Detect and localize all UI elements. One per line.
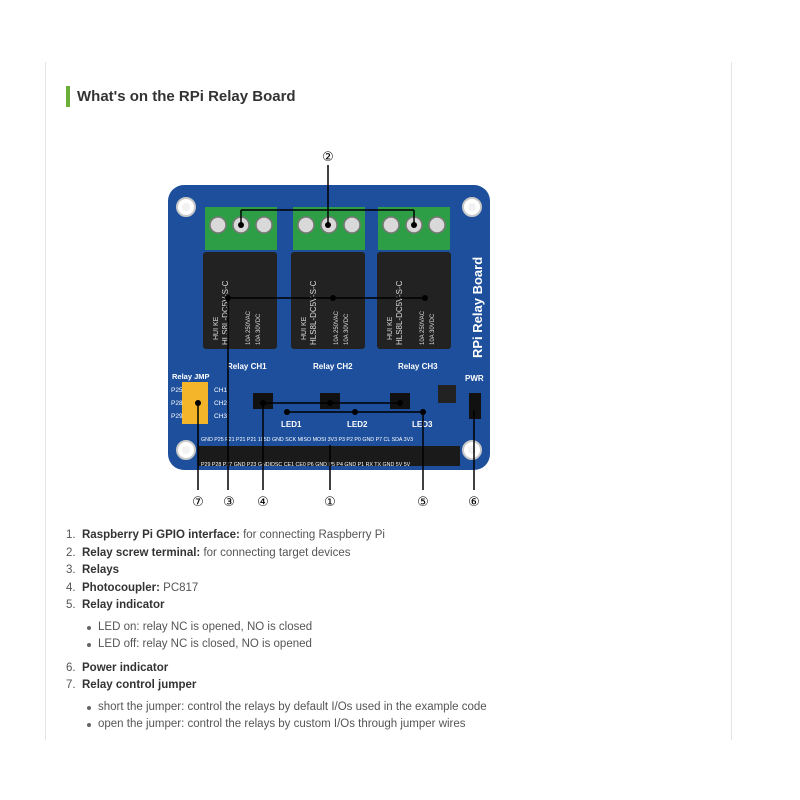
callout-1: ① <box>324 495 336 510</box>
led-1-label: LED1 <box>281 420 302 429</box>
content-border-right <box>731 62 732 740</box>
callout-7: ⑦ <box>192 495 204 510</box>
content-border-left <box>45 62 46 740</box>
jumper-pin-3: P29 <box>171 413 183 420</box>
jumper-pin-2: P28 <box>171 400 183 407</box>
relay-board-figure: HLS8L-DC5V-S-C HLS8L-DC5V-S-C HLS8L-DC5V… <box>168 150 490 510</box>
sub-item: LED off: relay NC is closed, NO is opene… <box>66 636 487 654</box>
list-item-7-details: short the jumper: control the relays by … <box>66 699 487 734</box>
relay-2-brand: HUI KE <box>301 316 308 340</box>
channel-2-label: Relay CH2 <box>313 362 353 371</box>
relays <box>203 252 451 349</box>
component-list: 1.Raspberry Pi GPIO interface: for conne… <box>66 527 487 740</box>
list-item-5: 5.Relay indicator <box>66 599 165 611</box>
relay-2-rating: 10A 250VAC <box>334 310 340 345</box>
callout-6: ⑥ <box>468 495 480 510</box>
power-indicator <box>469 393 481 419</box>
jumper-sublist: short the jumper: control the relays by … <box>66 699 487 734</box>
sub-item: short the jumper: control the relays by … <box>66 699 487 717</box>
relay-indicator-sublist: LED on: relay NC is opened, NO is closed… <box>66 619 487 654</box>
list-item-7: 7.Relay control jumper <box>66 679 197 691</box>
relay-1-rating-dc: 10A 30VDC <box>256 313 262 345</box>
list-item-1: 1.Raspberry Pi GPIO interface: for conne… <box>66 529 385 541</box>
list-item-2: 2.Relay screw terminal: for connecting t… <box>66 546 351 559</box>
callout-4: ④ <box>257 495 269 510</box>
list-item-4: 4.Photocoupler: PC817 <box>66 581 199 594</box>
jumper-ch-1: CH1 <box>214 387 227 394</box>
relay-3-brand: HUI KE <box>387 316 394 340</box>
relay-3-rating-dc: 10A 30VDC <box>430 313 436 345</box>
board-title: RPi Relay Board <box>470 257 485 358</box>
relay-1-rating: 10A 250VAC <box>246 310 252 345</box>
jumper-pin-1: P25 <box>171 387 183 394</box>
list-item-6: 6.Power indicator <box>66 661 169 674</box>
channel-3-label: Relay CH3 <box>398 362 438 371</box>
callout-5: ⑤ <box>417 495 429 510</box>
jumper-ch-3: CH3 <box>214 413 227 420</box>
gpio-labels-top: GND P25 P21 P21 P21 105D GND SCK MISO MO… <box>201 437 413 443</box>
callout-3: ③ <box>223 495 235 510</box>
callout-lines <box>197 165 475 490</box>
relay-3-rating: 10A 250VAC <box>420 310 426 345</box>
relay-1-part: HLS8L-DC5V-S-C <box>221 280 230 345</box>
pwr-label: PWR <box>465 374 484 383</box>
sub-item: open the jumper: control the relays by c… <box>66 716 487 734</box>
section-heading: What's on the RPi Relay Board <box>66 86 296 107</box>
relay-3-part: HLS8L-DC5V-S-C <box>395 280 404 345</box>
channel-1-label: Relay CH1 <box>227 362 267 371</box>
led-2-label: LED2 <box>347 420 368 429</box>
list-item-3: 3.Relays <box>66 564 120 576</box>
relay-2-part: HLS8L-DC5V-S-C <box>309 280 318 345</box>
power-regulator <box>438 385 456 403</box>
sub-item: LED on: relay NC is opened, NO is closed <box>66 619 487 637</box>
callout-2: ② <box>322 150 334 165</box>
relay-2-rating-dc: 10A 30VDC <box>344 313 350 345</box>
gpio-labels-bottom: P29 P28 P27 GND P23 GNDIDSC CE1 CE0 P6 G… <box>201 462 411 468</box>
jumper-label: Relay JMP <box>172 372 210 381</box>
list-item-5-details: LED on: relay NC is opened, NO is closed… <box>66 619 487 654</box>
jumper-ch-2: CH2 <box>214 400 227 407</box>
relay-1-brand: HUI KE <box>213 316 220 340</box>
